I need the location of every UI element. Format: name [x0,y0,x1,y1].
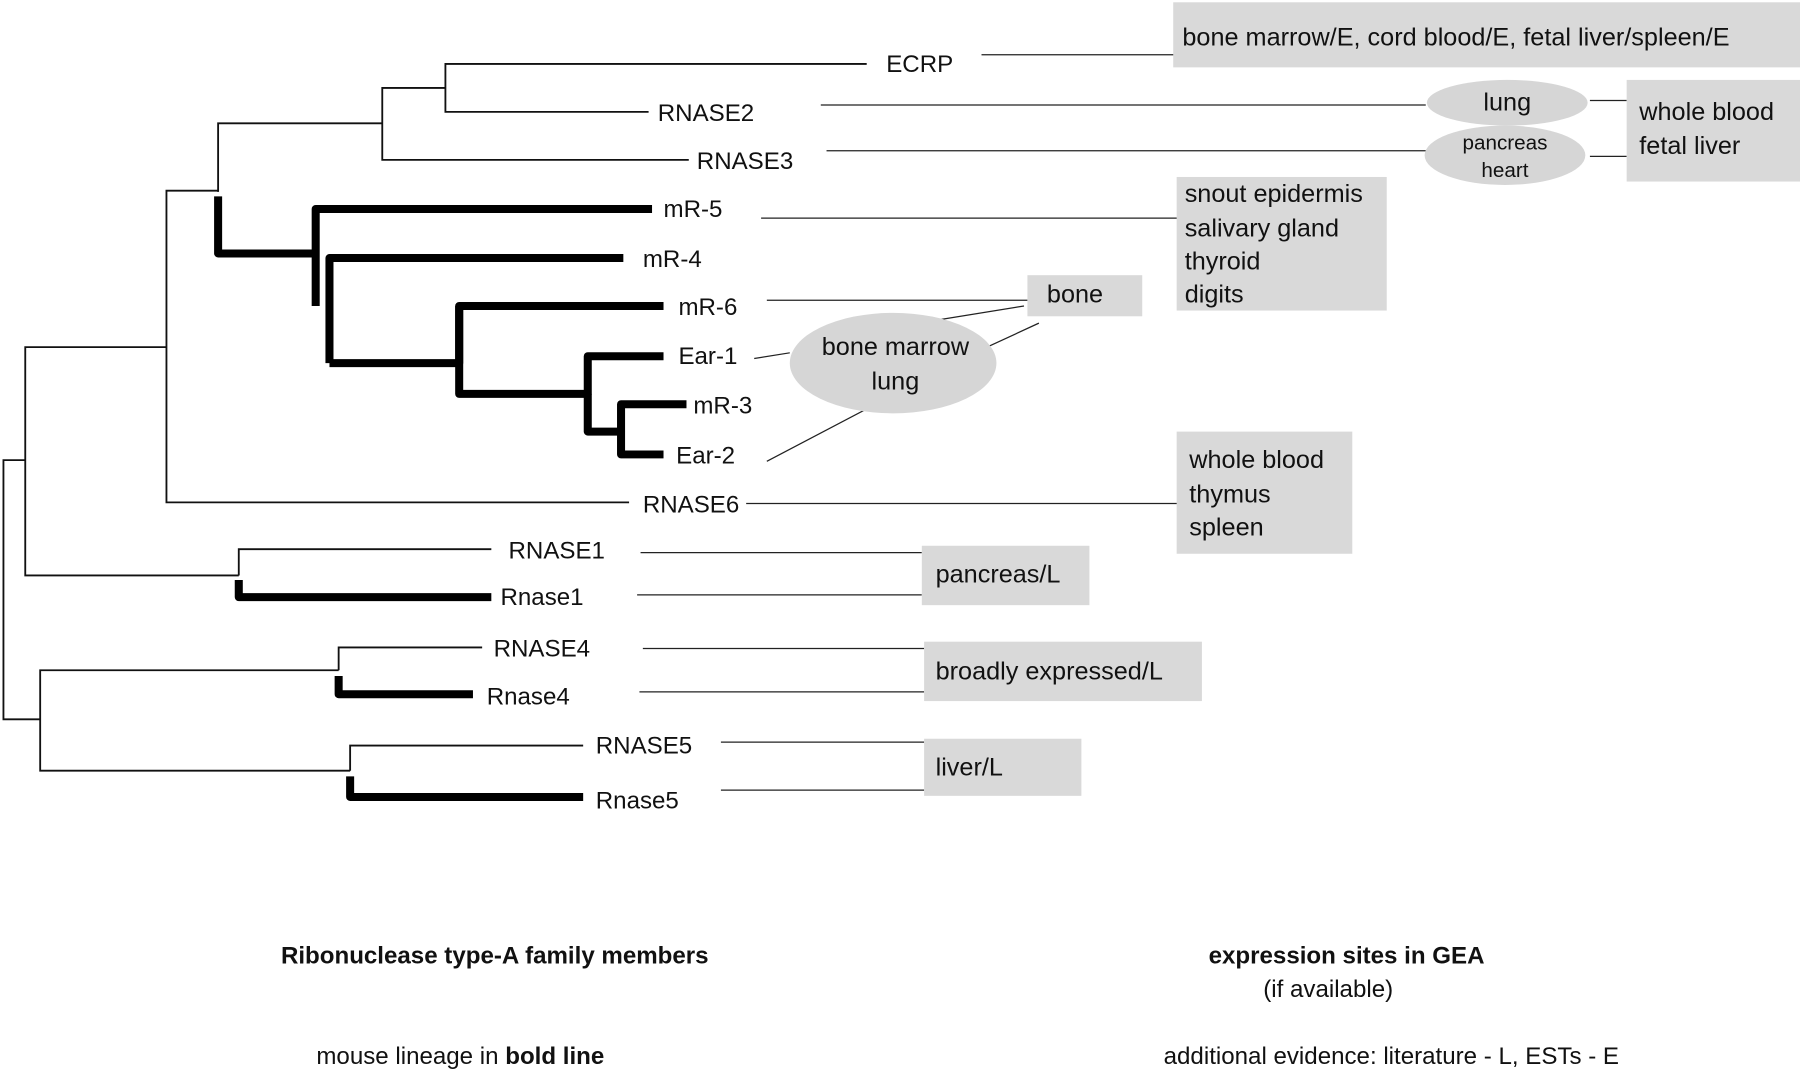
left-caption-note-prefix: mouse lineage in [316,1043,505,1070]
leaf-label-rnase5-mouse: Rnase5 [596,787,679,814]
expression-text-bone: bone [1047,281,1103,309]
leaf-label-mr6: mR-6 [678,294,737,321]
branch-upper-clade [24,346,239,577]
expression-text-liver-l: liver/L [936,753,1003,781]
expression-text-bone-marrow: bone marrow [822,333,970,361]
expression-bubble-lung: lung [1426,79,1588,126]
leaf-label-ear2: Ear-2 [676,443,735,470]
bold-branch-mr5 [311,204,653,307]
branch-rnase1 [237,548,492,576]
branch-ecrp-rnase-clade [165,189,630,504]
expression-text-ecrp: bone marrow/E, cord blood/E, fetal liver… [1182,24,1729,52]
bold-branch-ear1-node [455,306,664,398]
connector-ear1 [754,352,790,360]
branch-rnase5 [349,744,584,771]
expression-bubble-pancreas-heart: pancreas heart [1424,125,1586,185]
bold-branch-mr4-node [325,254,624,364]
branch-ecrp [444,63,867,113]
expression-box-ecrp: bone marrow/E, cord blood/E, fetal liver… [1173,2,1800,68]
bold-branch-rnase1-mouse [234,580,492,602]
expression-box-mr5: snout epidermis salivary gland thyroid d… [1176,176,1387,311]
expression-box-whole-blood-fetal-liver: whole blood fetal liver [1626,79,1800,182]
expression-text-pancreas-l: pancreas/L [936,560,1061,588]
leaf-label-ear1: Ear-1 [678,343,737,370]
left-caption-title: Ribonuclease type-A family members [281,943,709,970]
expression-text-heart: heart [1481,159,1528,182]
connector-bubble-to-bone-2 [989,322,1040,347]
leaf-labels: ECRP RNASE2 RNASE3 mR-5 mR-4 mR-6 Ear-1 … [487,51,953,814]
leaf-label-mr4: mR-4 [643,246,702,273]
branch-rnase23-node [381,87,689,161]
leaf-label-rnase1-human: RNASE1 [509,537,605,564]
branch-root [2,459,41,721]
leaf-label-rnase4-human: RNASE4 [494,636,590,663]
expression-box-bone: bone [1027,275,1143,317]
right-caption-title: expression sites in GEA [1209,943,1485,970]
leaf-label-rnase2: RNASE2 [658,100,754,127]
expression-box-rnase6: whole blood thymus spleen [1176,431,1353,554]
tree-thin-branches [2,63,867,772]
expression-text-whole-blood-2: whole blood [1188,446,1324,474]
leaf-label-rnase6: RNASE6 [643,492,739,519]
bold-branch-mr3-node [583,393,687,436]
right-caption-note: additional evidence: literature - L, EST… [1164,1043,1619,1070]
bold-branch-rnase5-mouse [346,776,584,801]
branch-lower-clade [39,669,351,772]
expression-text-spleen: spleen [1189,514,1263,542]
left-caption-note-bold: bold line [505,1043,604,1070]
left-caption-note: mouse lineage in bold line [316,1043,604,1070]
expression-text-digits: digits [1185,281,1244,309]
branch-rnase4 [337,646,483,671]
bold-branch-mouse-ear-clade [214,196,316,258]
expression-text-ear-lung: lung [872,367,920,395]
expression-box-rnase1: pancreas/L [921,545,1090,606]
expression-text-pancreas: pancreas [1463,132,1548,155]
expression-text-thyroid: thyroid [1185,248,1261,276]
leaf-label-rnase3: RNASE3 [697,148,793,175]
expression-text-lung: lung [1483,89,1531,117]
leaf-label-rnase5-human: RNASE5 [596,733,692,760]
expression-text-broadly-expressed: broadly expressed/L [936,657,1163,685]
tree-bold-branches [214,196,687,801]
connector-bubble-to-bone [938,305,1025,321]
leaf-label-rnase1-mouse: Rnase1 [501,584,584,611]
right-caption-subtitle: (if available) [1263,976,1393,1003]
leaf-label-mr5: mR-5 [664,196,723,223]
expression-text-snout-epidermis: snout epidermis [1185,180,1363,208]
expression-box-rnase4: broadly expressed/L [924,641,1202,702]
expression-text-whole-blood: whole blood [1638,98,1774,126]
expression-text-fetal-liver: fetal liver [1639,132,1740,160]
bold-branch-rnase4-mouse [334,675,473,699]
expression-text-salivary-gland: salivary gland [1185,214,1339,242]
branch-to-rnase23 [217,122,383,192]
leaf-label-ecrp: ECRP [886,51,953,78]
expression-bubble-bone-marrow-lung: bone marrow lung [789,312,997,414]
expression-text-thymus: thymus [1189,480,1270,508]
expression-box-rnase5: liver/L [924,738,1082,796]
leaf-label-mr3: mR-3 [693,392,752,419]
leaf-label-rnase4-mouse: Rnase4 [487,684,570,711]
bold-branch-ear2 [617,431,664,459]
